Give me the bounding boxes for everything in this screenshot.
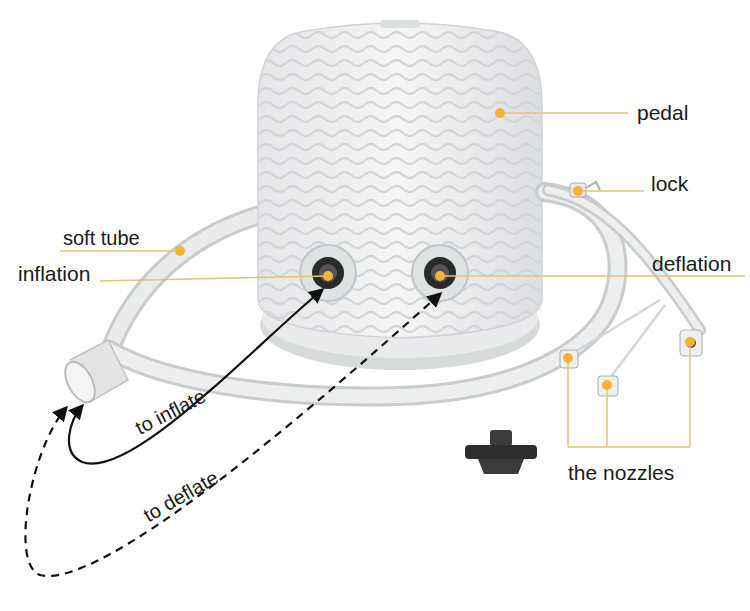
lock — [570, 182, 600, 197]
deflate-arrow — [25, 294, 440, 576]
tube-connector — [59, 340, 128, 407]
pedal-body — [258, 23, 542, 338]
deflation-port — [412, 245, 468, 301]
part-label: soft tube — [63, 228, 140, 248]
part-label: to inflate — [132, 386, 208, 438]
nozzle — [560, 330, 702, 396]
part-label: deflation — [652, 253, 731, 274]
leader-dots — [175, 108, 695, 390]
inflate-arrow — [69, 290, 322, 464]
nozzle-tethers — [575, 300, 665, 378]
soft-tube-front — [110, 190, 700, 397]
pedal-notch — [380, 20, 420, 28]
inflation-port — [300, 245, 356, 301]
black-nozzle — [465, 430, 537, 474]
part-label: pedal — [637, 102, 688, 123]
part-label: to deflate — [140, 467, 221, 525]
leader-lines — [60, 113, 745, 447]
part-label: inflation — [18, 263, 90, 284]
part-label: the nozzles — [568, 462, 674, 483]
pedal-texture — [258, 23, 542, 338]
part-label: lock — [651, 173, 688, 194]
